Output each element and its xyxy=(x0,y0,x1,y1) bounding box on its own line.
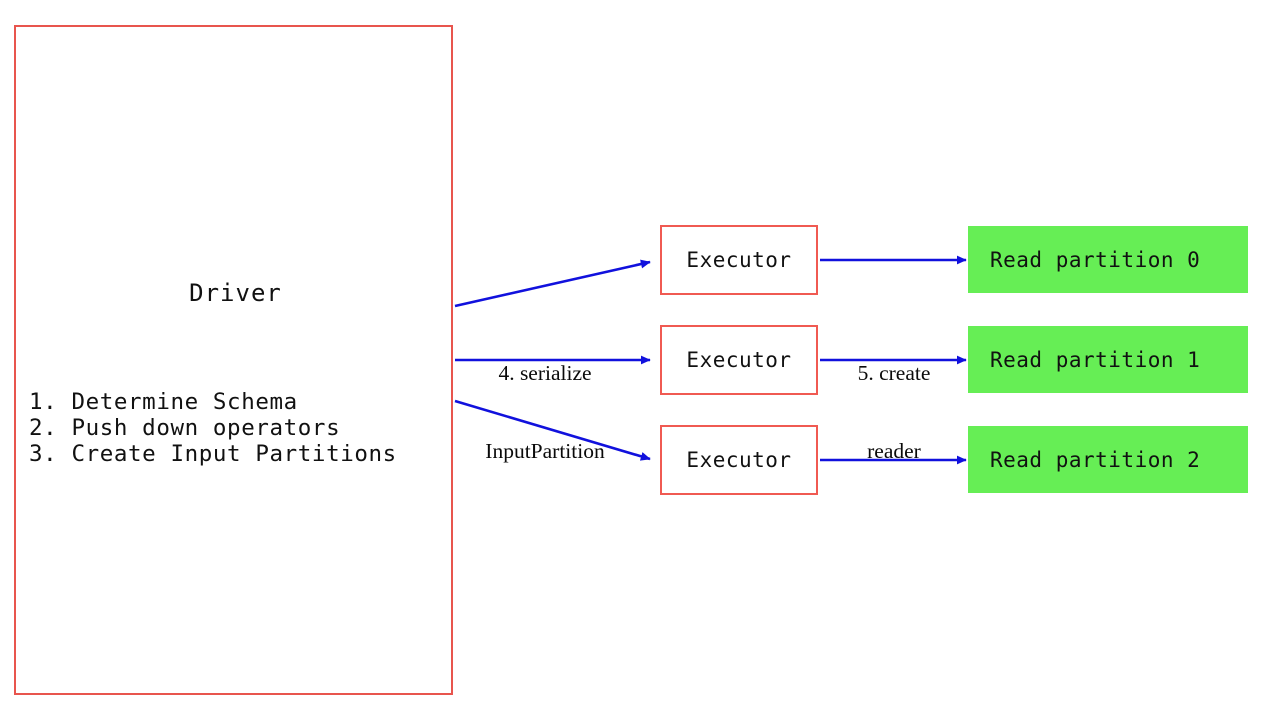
edge-label-create-line-2: reader xyxy=(867,439,921,463)
arrow-driver-to-executor-3 xyxy=(454,399,651,461)
driver-step-2: 2. Push down operators xyxy=(29,415,341,441)
read-partition-box-0[interactable]: Read partition 0 xyxy=(968,226,1248,293)
driver-step-1: 1. Determine Schema xyxy=(29,389,298,415)
arrow-driver-to-executor-1 xyxy=(454,259,651,308)
executor-box-2[interactable]: Executor xyxy=(660,325,818,395)
driver-title: Driver xyxy=(189,279,282,307)
edge-label-serialize-line-2: InputPartition xyxy=(485,439,605,463)
edge-label-serialize-line-1: 4. serialize xyxy=(498,361,592,385)
read-partition-box-1[interactable]: Read partition 1 xyxy=(968,326,1248,393)
read-partition-box-2[interactable]: Read partition 2 xyxy=(968,426,1248,493)
edge-label-serialize-input-partition: 4. serialize InputPartition xyxy=(452,308,638,490)
driver-box[interactable]: Driver 1. Determine Schema 2. Push down … xyxy=(14,25,453,695)
edge-label-create-reader: 5. create reader xyxy=(823,308,965,490)
edge-label-create-line-1: 5. create xyxy=(857,361,931,385)
executor-box-1[interactable]: Executor xyxy=(660,225,818,295)
executor-box-3[interactable]: Executor xyxy=(660,425,818,495)
driver-step-3: 3. Create Input Partitions xyxy=(29,441,397,467)
